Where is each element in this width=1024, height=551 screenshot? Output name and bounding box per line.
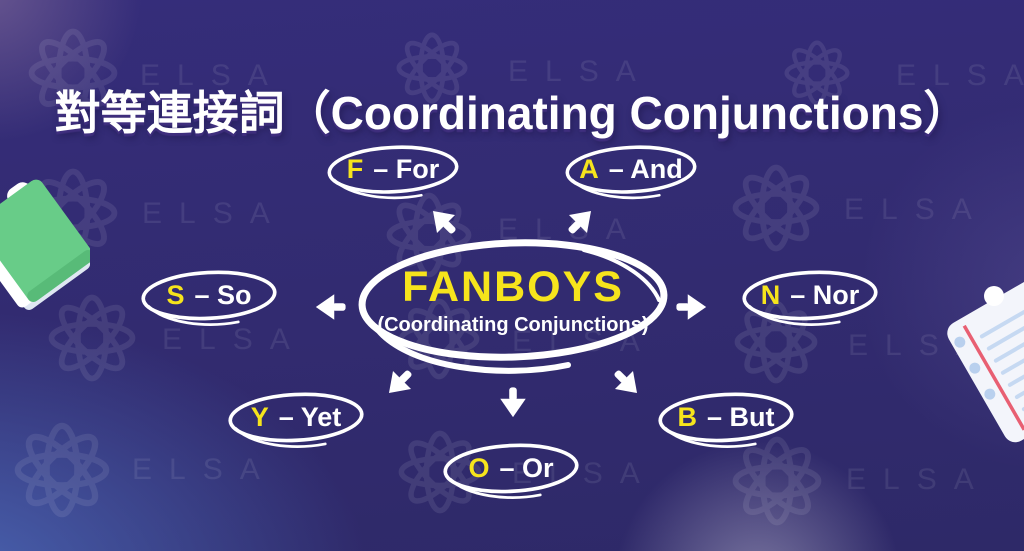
notepad-icon [947,279,1024,443]
node-letter: F [346,153,364,184]
node-word: – Yet [278,401,342,432]
arrow-left-icon [313,290,347,324]
node-word: – So [194,279,252,310]
node-ellipse-ring [228,392,364,448]
fanboys-center-node: FANBOYS (Coordinating Conjunctions) [352,236,674,378]
watermark-brand-text: ELSA [846,463,991,496]
arrow-right-icon [675,290,709,324]
watermark-brand-text: ELSA [844,193,989,226]
node-letter: N [760,279,781,310]
node-but: B – But [650,390,802,454]
watermark-flower-icon [732,164,820,252]
node-word: – For [373,153,440,184]
arrow-down-icon [496,386,530,420]
node-letter: A [579,153,599,184]
node-ellipse-ring [443,443,579,499]
node-letter: O [468,452,490,483]
node-letter: B [677,401,698,432]
green-book-icon [0,179,90,310]
node-word: – Or [499,452,554,483]
node-ellipse-ring [141,270,277,326]
watermark-brand-text: ELSA [142,197,287,230]
watermark-flower-icon [14,422,110,518]
node-word: – Nor [790,279,860,310]
node-ellipse-ring [742,270,878,326]
node-nor: N – Nor [734,268,886,332]
fanboys-subtitle: (Coordinating Conjunctions) [377,314,649,336]
watermark-brand-text: ELSA [508,55,653,88]
node-yet: Y – Yet [220,390,372,454]
watermark-brand-text: ELSA [140,59,285,92]
watermark-brand-text: ELSA [162,323,307,356]
center-ellipse-ring [358,239,668,374]
arrow-down-right-icon [610,366,644,400]
node-so: S – So [133,268,285,332]
node-ellipse-ring [327,145,459,200]
node-ellipse-ring [565,145,697,200]
watermark-brand-text: ELSA [896,59,1024,92]
node-letter: Y [250,401,269,432]
node-for: F – For [318,143,468,205]
node-ellipse-ring [658,392,794,448]
page-title: 對等連接詞（Coordinating Conjunctions） [54,86,970,139]
node-or: O – Or [436,441,586,505]
arrow-up-right-icon [564,204,598,238]
node-and: A – And [556,143,706,205]
node-word: – And [608,153,683,184]
node-letter: S [166,279,185,310]
node-word: – But [707,401,775,432]
arrow-up-left-icon [426,204,460,238]
arrow-down-left-icon [382,366,416,400]
watermark-brand-text: ELSA [132,453,277,486]
fanboys-acronym: FANBOYS [402,263,624,311]
